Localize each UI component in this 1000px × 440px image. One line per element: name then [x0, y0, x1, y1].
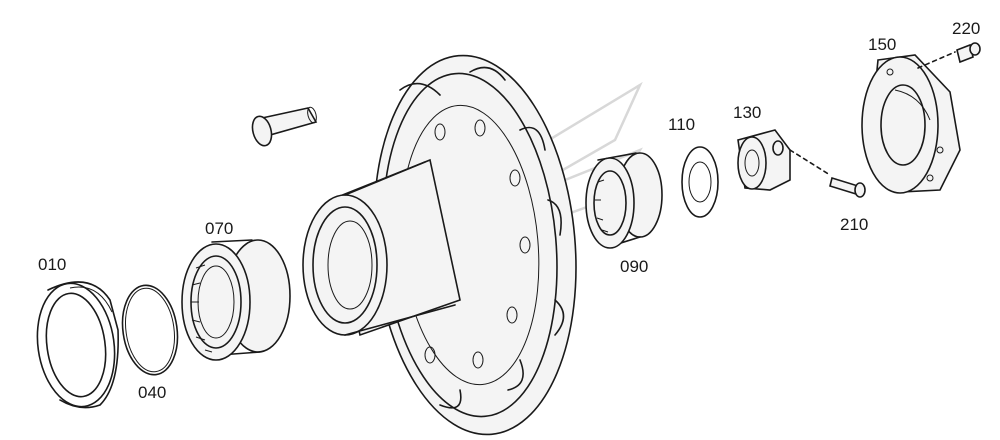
part-220-plug[interactable]	[917, 42, 981, 69]
label-070: 070	[205, 219, 233, 238]
part-150-cover[interactable]	[861, 54, 961, 194]
part-090-bearing[interactable]	[585, 152, 663, 249]
label-010: 010	[38, 255, 66, 274]
part-130-lock-nut[interactable]	[737, 129, 791, 191]
part-010-seal-ring[interactable]	[30, 278, 123, 411]
label-110: 110	[668, 115, 695, 134]
part-210-screw[interactable]	[789, 149, 866, 198]
label-040: 040	[138, 383, 166, 402]
part-wheel-stud[interactable]	[249, 106, 318, 148]
label-220: 220	[952, 19, 980, 38]
hub-bolt-holes	[424, 119, 531, 369]
part-110-lock-washer[interactable]	[681, 146, 719, 218]
part-wheel-hub[interactable]	[302, 47, 591, 440]
label-090: 090	[620, 257, 648, 276]
part-070-roller-bearing[interactable]	[181, 239, 291, 361]
label-130: 130	[733, 103, 761, 122]
part-040-o-ring[interactable]	[117, 282, 183, 379]
label-210: 210	[840, 215, 868, 234]
label-150: 150	[868, 35, 896, 54]
